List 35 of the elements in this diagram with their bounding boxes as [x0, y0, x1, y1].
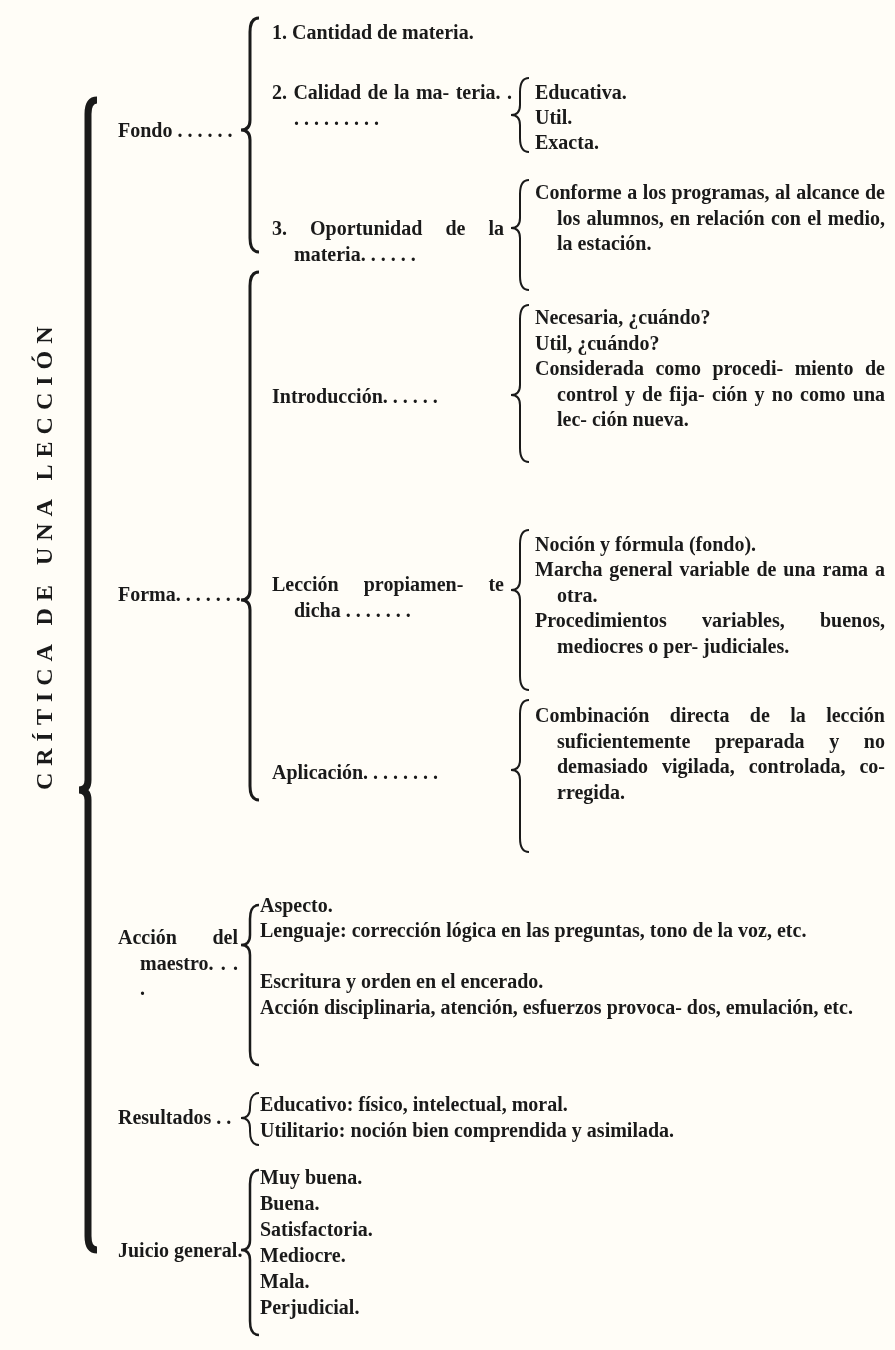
outline-entry: Introducción. . . . . .	[272, 384, 439, 409]
outline-entry: Juicio general.	[118, 1238, 244, 1264]
outline-entry: Perjudicial.	[260, 1295, 361, 1321]
outline-entry: Educativa.	[535, 80, 628, 105]
outline-entry: Acción del maestro. . . .	[118, 925, 238, 1001]
outline-entry: Resultados . .	[118, 1105, 233, 1130]
outline-entry: Util, ¿cuándo?	[535, 331, 661, 357]
outline-entry: Utilitario: noción bien comprendida y asimilada.	[260, 1118, 676, 1144]
outline-entry: Escritura y orden en el encerado.	[260, 969, 545, 995]
outline-entry: 1. Cantidad de materia.	[272, 20, 475, 45]
outline-entry: 3. Oportunidad de la materia. . . . . .	[272, 216, 504, 267]
outline-entry: Procedimientos variables, buenos, mediocres o per- judiciales.	[535, 608, 885, 659]
outline-entry: Mala.	[260, 1269, 311, 1294]
outline-entry: Muy buena.	[260, 1165, 364, 1191]
outline-entry: Buena.	[260, 1191, 321, 1216]
outline-entry: Exacta.	[535, 130, 600, 155]
outline-entry: Forma. . . . . . .	[118, 582, 242, 607]
outline-entry: Util.	[535, 105, 574, 130]
outline-entry: Educativo: físico, intelectual, moral.	[260, 1092, 569, 1117]
outline-entry: Noción y fórmula (fondo).	[535, 532, 758, 558]
outline-entry: Necesaria, ¿cuándo?	[535, 305, 712, 331]
outline-entry: Marcha general variable de una rama a otra.	[535, 557, 885, 608]
outline-entry: Lenguaje: corrección lógica en las preguntas, tono de la voz, etc.	[260, 918, 808, 944]
outline-entry: 2. Calidad de la ma- teria. . . . . . . . . . .	[272, 80, 512, 131]
outline-entry: Acción disciplinaria, atención, esfuerzos provoca- dos, emulación, etc.	[260, 995, 854, 1021]
outline-entry: Conforme a los programas, al alcance de los alumnos, en relación con el medio, la estación.	[535, 180, 885, 256]
outline-entry: Aplicación. . . . . . . .	[272, 760, 440, 786]
outline-entry: Considerada como procedi- miento de control y de fija- ción y no como una lec- ción nueva.	[535, 356, 885, 432]
vertical-title: CRÍTICA DE UNA LECCIÓN	[31, 319, 57, 791]
outline-entry: Mediocre.	[260, 1243, 347, 1268]
outline-entry: Aspecto.	[260, 893, 334, 919]
outline-entry: Satisfactoria.	[260, 1217, 374, 1242]
outline-entry: Combinación directa de la lección suficientemente preparada y no demasiado vigilada, controlada, co- rregida.	[535, 703, 885, 805]
outline-entry: Lección propiamen- te dicha . . . . . . .	[272, 572, 504, 623]
outline-entry: Fondo . . . . . .	[118, 118, 234, 143]
